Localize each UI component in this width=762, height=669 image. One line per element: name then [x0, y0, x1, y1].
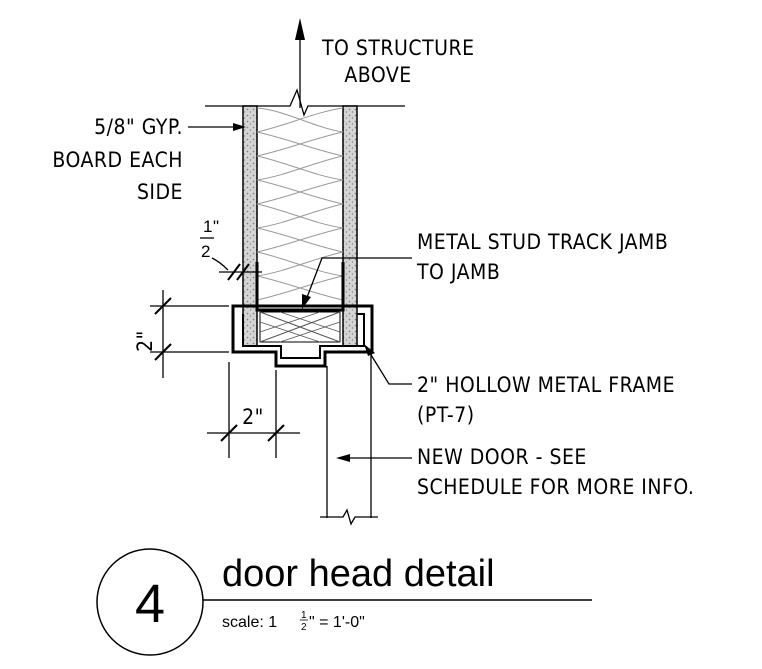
to-structure-label-1: TO STRUCTURE: [321, 36, 475, 60]
vdim-tick-bot: [154, 343, 172, 361]
half-dim-leader: [211, 257, 229, 271]
scale-denominator: 2: [301, 622, 307, 633]
to-structure-label-2: ABOVE: [344, 63, 411, 87]
half-dim-tick-2: [236, 263, 250, 281]
gyp-board-left: [242, 105, 258, 347]
blocking-x2: [259, 311, 341, 343]
gyp-label-1: 5/8" GYP.: [94, 115, 183, 139]
metal-stud-track: [255, 262, 345, 312]
blocking-x3: [259, 321, 321, 343]
gyp-leader-arrow: [233, 123, 246, 131]
half-dim-numerator: 1: [203, 217, 212, 236]
stud-label-1: METAL STUD TRACK JAMB: [417, 230, 668, 254]
batt-insulation: [256, 107, 344, 301]
hdim-tick-left: [220, 424, 238, 442]
half-dim-denominator: 2: [201, 242, 210, 261]
frame-label-2: (PT-7): [417, 403, 475, 427]
half-dim-tick-1: [227, 263, 241, 281]
horizontal-dim-label: 2": [242, 405, 264, 429]
half-dim-mark: ": [213, 217, 219, 236]
vertical-dim-label: 2": [133, 330, 157, 352]
frame-label-1: 2" HOLLOW METAL FRAME: [417, 373, 675, 397]
gyp-board-right: [342, 105, 358, 347]
scale-prefix: scale: 1: [222, 614, 277, 631]
hollow-metal-frame-inner: [242, 313, 365, 359]
hdim-tick-right: [267, 424, 285, 442]
door-break-line: [320, 508, 378, 526]
stud-label-2: TO JAMB: [416, 260, 500, 284]
gyp-label-3: SIDE: [137, 180, 183, 204]
hollow-metal-frame-outer: [231, 304, 374, 368]
detail-number: 4: [135, 574, 165, 634]
detail-title: door head detail: [222, 553, 495, 595]
blocking-x6: [259, 311, 321, 333]
vdim-tick-top: [154, 297, 172, 315]
detail-number-circle: [96, 548, 204, 656]
door-leader-arrow: [336, 454, 350, 462]
stud-leader-arrow: [302, 294, 311, 309]
door-label-1: NEW DOOR - SEE: [417, 445, 587, 469]
structure-above-line: [205, 88, 405, 117]
scale-numerator: 1: [301, 610, 307, 621]
blocking-x4: [279, 311, 341, 333]
frame-leader: [367, 349, 412, 385]
structure-arrow-head: [295, 18, 305, 40]
door-label-2: SCHEDULE FOR MORE INFO.: [417, 475, 694, 499]
stud-leader: [305, 257, 412, 301]
batt-insulation-2: [256, 107, 344, 301]
blocking-x5: [279, 321, 341, 343]
scale-suffix: " = 1'-0": [309, 614, 365, 631]
frame-leader-arrow: [364, 344, 375, 356]
gyp-label-2: BOARD EACH: [52, 148, 183, 172]
